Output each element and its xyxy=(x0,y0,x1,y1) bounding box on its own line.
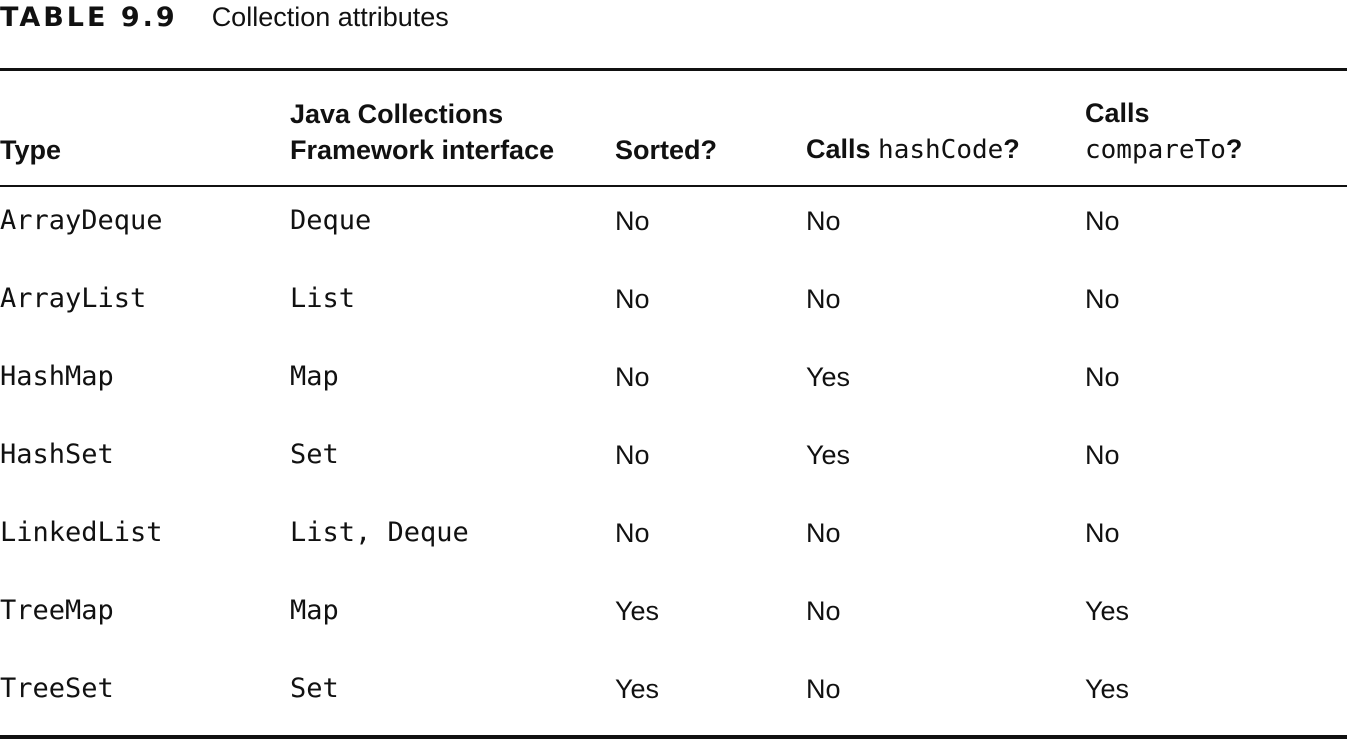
cell-hashcode: No xyxy=(806,596,841,626)
table-row: TreeMap Map Yes No Yes xyxy=(0,575,1347,653)
table-title: Collection attributes xyxy=(211,2,449,32)
header-type-label: Type xyxy=(0,135,62,165)
header-compareto-line1: Calls xyxy=(1085,98,1150,128)
cell-hashcode: No xyxy=(806,284,841,314)
header-hashcode-prefix: Calls xyxy=(806,134,879,164)
cell-interface: Map xyxy=(290,361,339,392)
header-sorted: Sorted? xyxy=(615,88,717,168)
cell-compareto: No xyxy=(1085,206,1120,236)
table-row: LinkedList List, Deque No No No xyxy=(0,497,1347,575)
cell-interface: List, Deque xyxy=(290,517,469,548)
header-interface-line1: Java Collections xyxy=(290,99,504,129)
cell-type: ArrayList xyxy=(0,283,147,314)
cell-type: TreeMap xyxy=(0,595,114,626)
cell-compareto: No xyxy=(1085,284,1120,314)
header-hashcode-suffix: ? xyxy=(1003,134,1020,164)
table-row: HashSet Set No Yes No xyxy=(0,419,1347,497)
cell-interface: Map xyxy=(290,595,339,626)
header-compareto-suffix: ? xyxy=(1225,134,1243,164)
cell-sorted: Yes xyxy=(615,596,660,626)
header-hashcode: Calls hashCode? xyxy=(806,88,1020,168)
cell-hashcode: Yes xyxy=(806,440,851,470)
header-type: Type xyxy=(0,88,61,168)
table-row: ArrayList List No No No xyxy=(0,263,1347,341)
cell-compareto: Yes xyxy=(1085,596,1130,626)
cell-sorted: No xyxy=(615,284,650,314)
header-rule xyxy=(0,185,1347,187)
cell-interface: Deque xyxy=(290,205,372,236)
table-row: HashMap Map No Yes No xyxy=(0,341,1347,419)
cell-hashcode: No xyxy=(806,518,841,548)
cell-compareto: No xyxy=(1085,518,1120,548)
cell-type: HashSet xyxy=(0,439,114,470)
cell-interface: Set xyxy=(290,439,339,470)
table-number: TABLE 9.9 xyxy=(0,2,178,33)
cell-sorted: No xyxy=(615,440,650,470)
header-compareto-line2: compareTo? xyxy=(1085,131,1242,168)
cell-type: TreeSet xyxy=(0,673,114,704)
cell-interface: Set xyxy=(290,673,339,704)
cell-type: LinkedList xyxy=(0,517,163,548)
cell-sorted: No xyxy=(615,518,650,548)
cell-compareto: No xyxy=(1085,440,1120,470)
cell-type: ArrayDeque xyxy=(0,205,163,236)
header-compareto: Calls compareTo? xyxy=(1085,88,1242,168)
cell-type: HashMap xyxy=(0,361,114,392)
header-sorted-label: Sorted? xyxy=(615,135,718,165)
header-hashcode-label: Calls hashCode? xyxy=(806,131,1020,168)
cell-sorted: Yes xyxy=(615,674,660,704)
table-bottom-rule xyxy=(0,735,1347,739)
header-compareto-code: compareTo xyxy=(1085,135,1226,165)
header-interface: Java Collections Framework interface xyxy=(290,88,554,168)
cell-sorted: No xyxy=(615,362,650,392)
header-hashcode-code: hashCode xyxy=(878,135,1004,165)
cell-hashcode: Yes xyxy=(806,362,851,392)
table-row: TreeSet Set Yes No Yes xyxy=(0,653,1347,731)
cell-sorted: No xyxy=(615,206,650,236)
table-caption: TABLE 9.9 Collection attributes xyxy=(0,0,449,36)
cell-hashcode: No xyxy=(806,206,841,236)
cell-hashcode: No xyxy=(806,674,841,704)
cell-interface: List xyxy=(290,283,356,314)
cell-compareto: No xyxy=(1085,362,1120,392)
header-interface-line2: Framework interface xyxy=(290,135,555,165)
table-top-rule xyxy=(0,68,1347,71)
table-row: ArrayDeque Deque No No No xyxy=(0,185,1347,263)
cell-compareto: Yes xyxy=(1085,674,1130,704)
